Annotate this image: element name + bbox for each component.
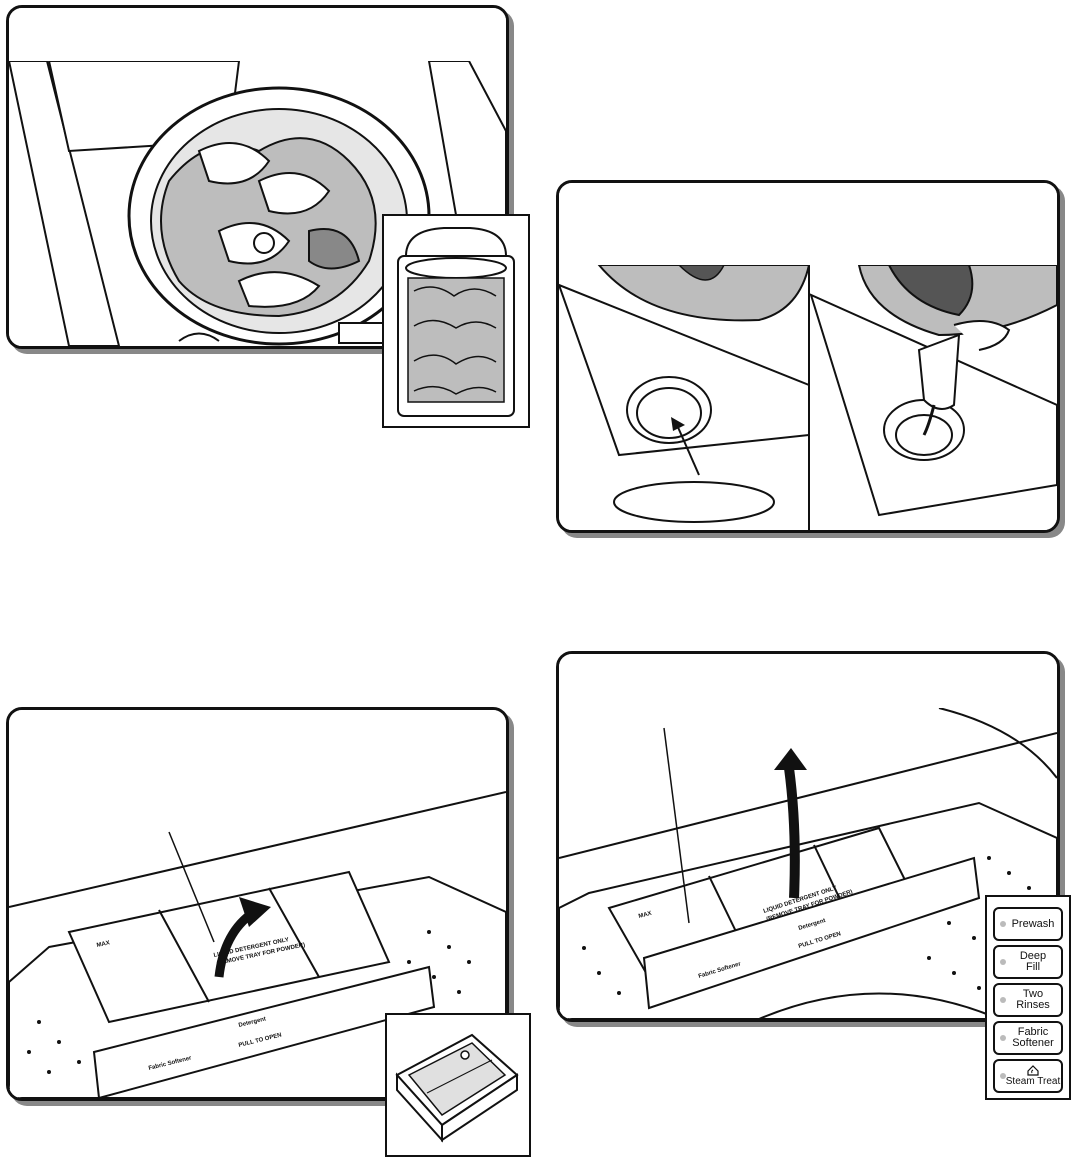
fabric-softener-button[interactable]: Fabric Softener bbox=[993, 1021, 1063, 1055]
max-line-label: MAX bbox=[96, 940, 110, 949]
inset-detergent-tray bbox=[385, 1013, 531, 1157]
panel-header bbox=[559, 183, 1057, 267]
steam-treat-button[interactable]: Steam Treat bbox=[993, 1059, 1063, 1093]
steam-treat-label: Steam Treat bbox=[1005, 1076, 1061, 1087]
prewash-label: Prewash bbox=[1011, 917, 1055, 930]
illustration-loaded-basket bbox=[9, 61, 506, 346]
fabric-softener-button-label: Fabric Softener bbox=[1012, 1026, 1054, 1049]
steam-treat-indicator-light bbox=[1000, 1073, 1006, 1079]
inset-basket-fill-level bbox=[382, 214, 530, 428]
two-rinses-label: Two Rinses bbox=[1016, 988, 1050, 1011]
option-buttons-panel: Prewash Deep Fill Two Rinses Fabric Soft… bbox=[985, 895, 1071, 1100]
panel-detergent-tray: MAX LIQUID DETERGENT ONLY (REMOVE TRAY F… bbox=[6, 707, 509, 1101]
panel-header bbox=[9, 8, 506, 65]
prewash-button[interactable]: Prewash bbox=[993, 907, 1063, 941]
panel-header bbox=[9, 710, 506, 784]
prewash-indicator-light bbox=[1000, 921, 1006, 927]
panel-load-laundry bbox=[6, 5, 509, 349]
deep-fill-button[interactable]: Deep Fill bbox=[993, 945, 1063, 979]
fabric-softener-indicator-light bbox=[1000, 1035, 1006, 1041]
two-rinses-button[interactable]: Two Rinses bbox=[993, 983, 1063, 1017]
max-line-label: MAX bbox=[638, 911, 652, 920]
illustration-detergent-tray: MAX LIQUID DETERGENT ONLY (REMOVE TRAY F… bbox=[9, 782, 506, 1098]
deep-fill-label: Deep Fill bbox=[1019, 950, 1047, 973]
steam-icon bbox=[1027, 1065, 1039, 1076]
illustration-softener-tray: MAX LIQUID DETERGENT ONLY (REMOVE TRAY F… bbox=[559, 708, 1057, 1019]
panel-fabric-softener: MAX LIQUID DETERGENT ONLY (REMOVE TRAY F… bbox=[556, 651, 1060, 1022]
panel-bleach-dispenser bbox=[556, 180, 1060, 533]
panel-header bbox=[559, 654, 1057, 713]
two-rinses-indicator-light bbox=[1000, 997, 1006, 1003]
illustration-bleach-dispenser bbox=[559, 265, 1057, 530]
deep-fill-indicator-light bbox=[1000, 959, 1006, 965]
